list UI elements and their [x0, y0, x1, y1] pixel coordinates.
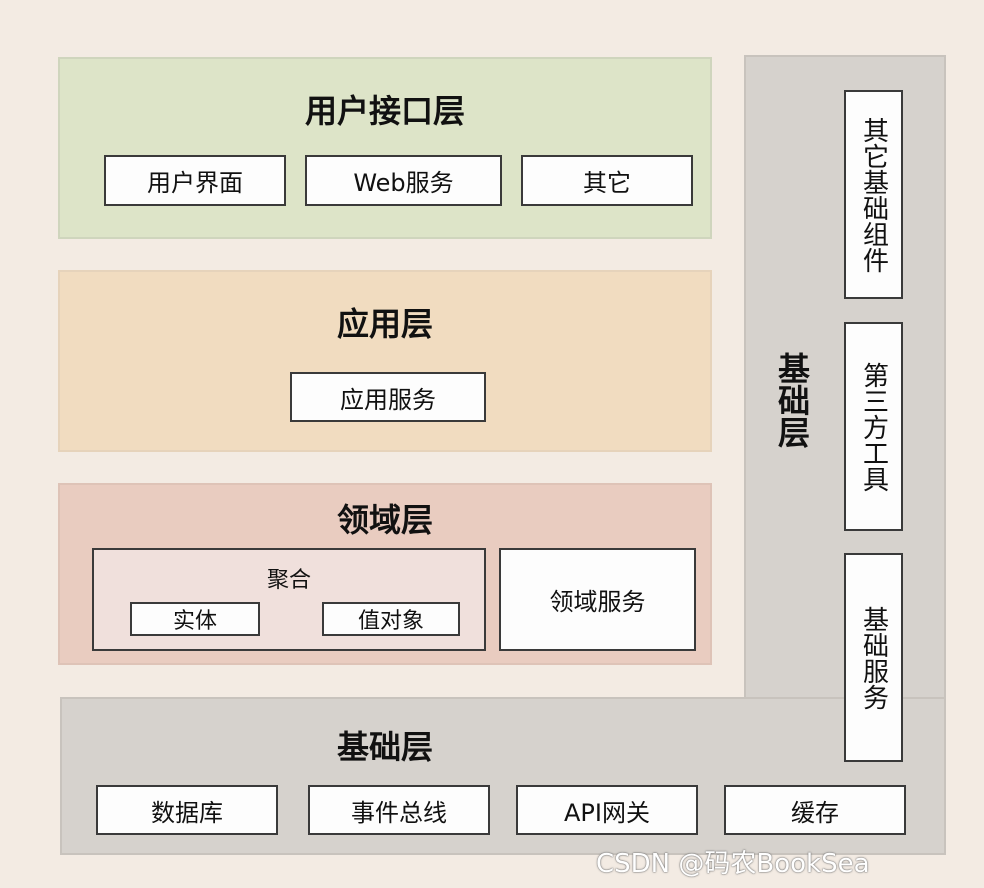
cache-box: 缓存 [724, 785, 906, 835]
database-box: 数据库 [96, 785, 278, 835]
event-bus-box: 事件总线 [308, 785, 490, 835]
domain-layer-title: 领域层 [336, 501, 433, 539]
watermark-text: CSDN @码农BookSea [596, 849, 870, 879]
web-service-box: Web服务 [305, 155, 502, 206]
domain-service-box: 领域服务 [499, 548, 696, 651]
value-object-box: 值对象 [322, 602, 460, 636]
infrastructure-service-box: 基础服务 [844, 553, 903, 762]
user-interface-layer-title: 用户接口层 [304, 92, 465, 130]
user-interface-box: 用户界面 [104, 155, 286, 206]
infrastructure-layer-vertical-title: 基础层 [773, 352, 811, 448]
application-service-box: 应用服务 [290, 372, 486, 422]
user-interface-layer [58, 57, 712, 239]
aggregate-label: 聚合 [266, 568, 311, 593]
other-box: 其它 [521, 155, 693, 206]
infrastructure-layer-title: 基础层 [336, 728, 433, 766]
third-party-tools-box: 第三方工具 [844, 322, 903, 531]
application-layer [58, 270, 712, 452]
other-infrastructure-components-box: 其它基础组件 [844, 90, 903, 299]
application-layer-title: 应用层 [336, 305, 433, 343]
api-gateway-box: API网关 [516, 785, 698, 835]
entity-box: 实体 [130, 602, 260, 636]
